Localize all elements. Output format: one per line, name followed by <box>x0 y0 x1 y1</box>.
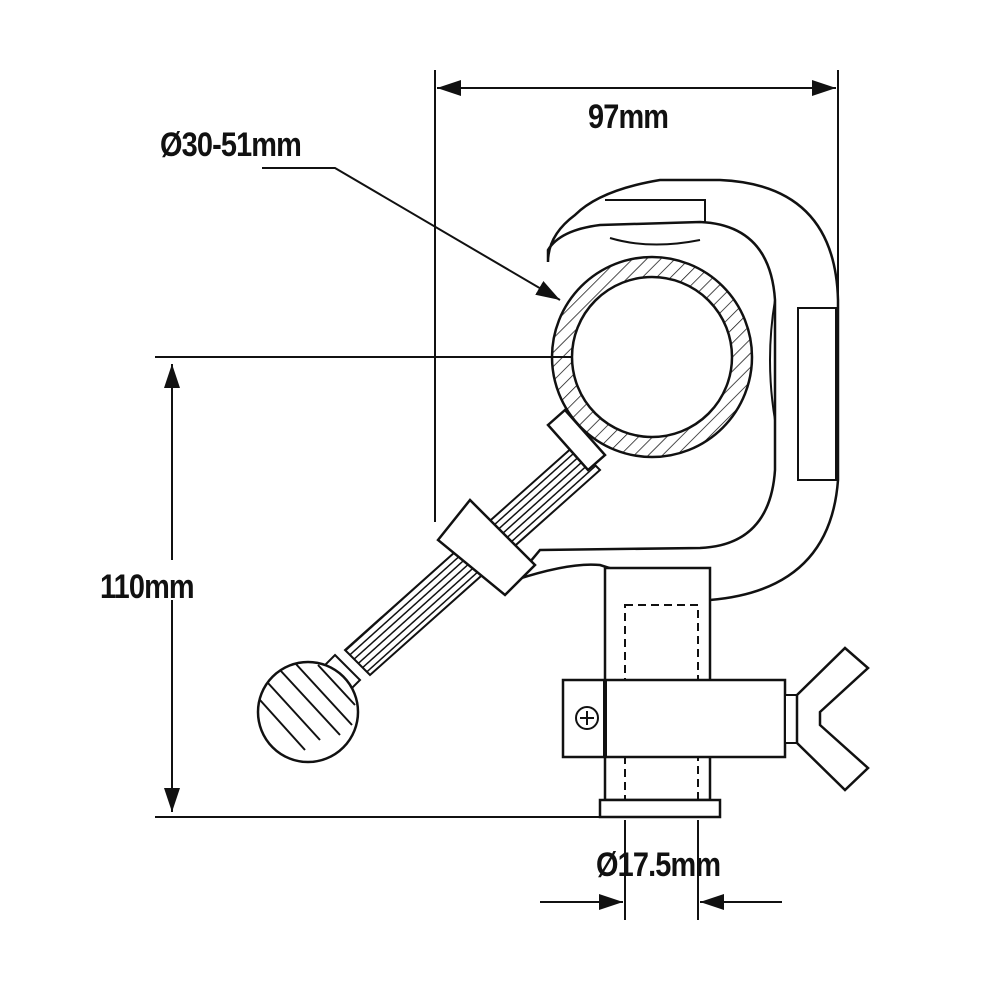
spigot-diameter-label: Ø17.5mm <box>596 846 721 884</box>
tube-diameter-label: Ø30-51mm <box>160 126 302 164</box>
tube-diameter-leader <box>262 167 561 301</box>
width-dimension-line <box>434 70 839 522</box>
spigot-dimension-line <box>540 820 782 920</box>
clamp-screw <box>318 408 607 697</box>
height-label: 110mm <box>100 568 195 606</box>
screw-knob <box>256 660 360 764</box>
tube-section <box>550 255 754 459</box>
spigot-post <box>561 566 787 819</box>
clamp-pad <box>797 307 837 481</box>
width-label: 97mm <box>588 98 669 136</box>
clamp-teeth-side <box>769 299 776 421</box>
wing-nut <box>784 646 870 792</box>
c-clamp-body <box>511 178 840 602</box>
clamp-teeth-top <box>609 237 701 246</box>
